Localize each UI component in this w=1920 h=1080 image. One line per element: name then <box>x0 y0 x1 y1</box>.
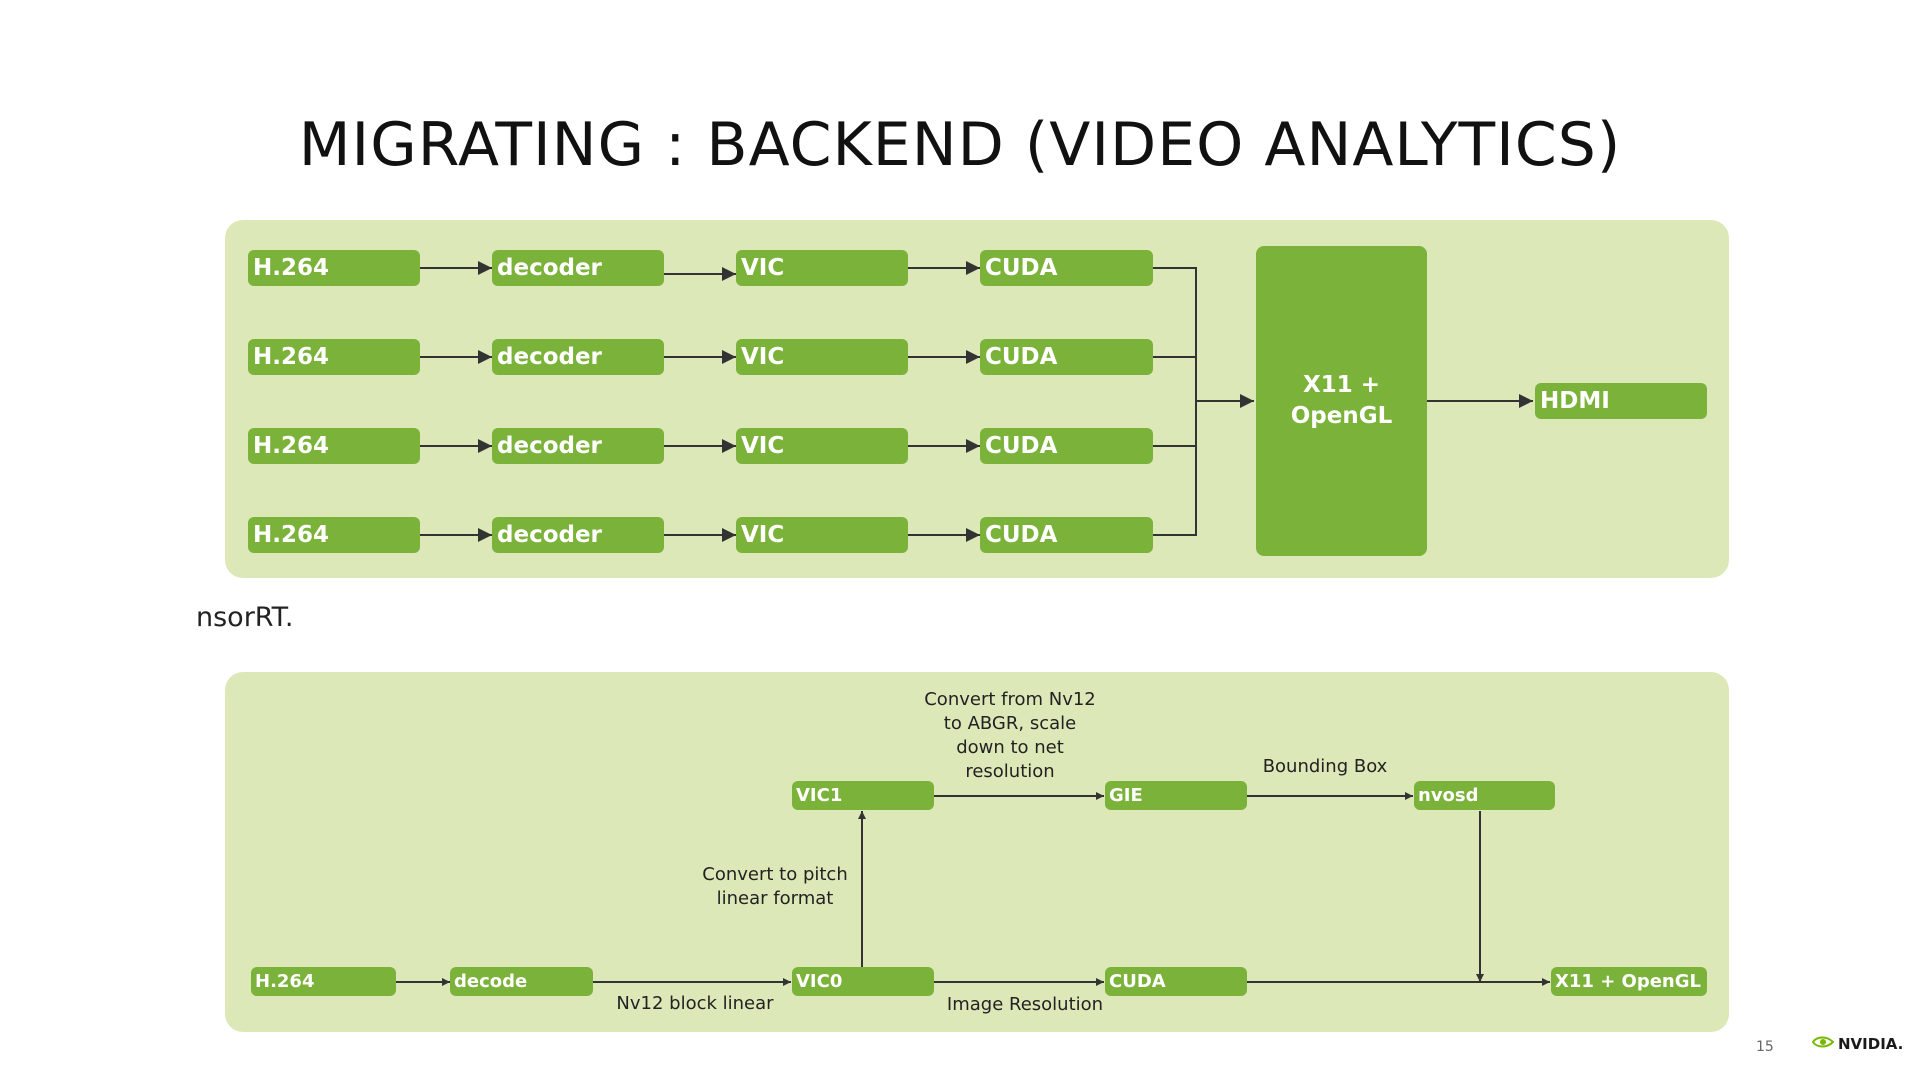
label-convert-abgr-line3: down to net <box>956 737 1064 758</box>
nvidia-eye-icon <box>1811 1034 1835 1053</box>
label-convert-abgr-line2: to ABGR, scale <box>943 713 1077 734</box>
bottom-h264-node: H.264 <box>251 967 396 996</box>
nvidia-logo: NVIDIA. <box>1811 1034 1904 1053</box>
label-convert-abgr-line4: resolution <box>965 761 1055 782</box>
slide-title: MIGRATING : BACKEND (VIDEO ANALYTICS) <box>298 110 1622 180</box>
page-number: 15 <box>1756 1039 1774 1055</box>
vic-node-3: VIC <box>736 428 908 464</box>
label-image-resolution: Image Resolution <box>946 994 1104 1015</box>
hdmi-node: HDMI <box>1535 383 1707 419</box>
h264-node-1: H.264 <box>248 250 420 286</box>
decoder-node-4: decoder <box>492 517 664 553</box>
vic-node-2: VIC <box>736 339 908 375</box>
decoder-node-1: decoder <box>492 250 664 286</box>
vic0-node: VIC0 <box>792 967 934 996</box>
bottom-cuda-node: CUDA <box>1105 967 1247 996</box>
nvosd-node: nvosd <box>1414 781 1555 810</box>
compositor-line2: OpenGL <box>1290 403 1393 429</box>
top-diagram-panel <box>225 220 1729 578</box>
vic-node-1: VIC <box>736 250 908 286</box>
h264-node-2: H.264 <box>248 339 420 375</box>
label-nv12-block-linear: Nv12 block linear <box>616 993 774 1014</box>
label-bounding-box: Bounding Box <box>1262 756 1388 777</box>
vic-node-4: VIC <box>736 517 908 553</box>
label-convert-abgr: Convert from Nv12 to ABGR, scale down to… <box>905 688 1115 784</box>
compositor-line1: X11 + <box>1302 372 1381 398</box>
h264-node-3: H.264 <box>248 428 420 464</box>
decode-node: decode <box>450 967 593 996</box>
vic1-node: VIC1 <box>792 781 934 810</box>
label-convert-pitch-line1: Convert to pitch <box>702 864 848 885</box>
label-convert-pitch: Convert to pitch linear format <box>680 863 870 911</box>
cuda-node-2: CUDA <box>980 339 1153 375</box>
cuda-node-4: CUDA <box>980 517 1153 553</box>
decoder-node-3: decoder <box>492 428 664 464</box>
label-convert-abgr-line1: Convert from Nv12 <box>924 689 1096 710</box>
cuda-node-1: CUDA <box>980 250 1153 286</box>
bottom-output-node: X11 + OpenGL <box>1551 967 1707 996</box>
label-convert-pitch-line2: linear format <box>716 888 834 909</box>
cuda-node-3: CUDA <box>980 428 1153 464</box>
decoder-node-2: decoder <box>492 339 664 375</box>
gie-node: GIE <box>1105 781 1247 810</box>
nvidia-logo-text: NVIDIA. <box>1838 1034 1904 1053</box>
compositor-node: X11 + OpenGL <box>1256 246 1427 556</box>
h264-node-4: H.264 <box>248 517 420 553</box>
side-text-fragment: nsorRT. <box>196 602 294 633</box>
